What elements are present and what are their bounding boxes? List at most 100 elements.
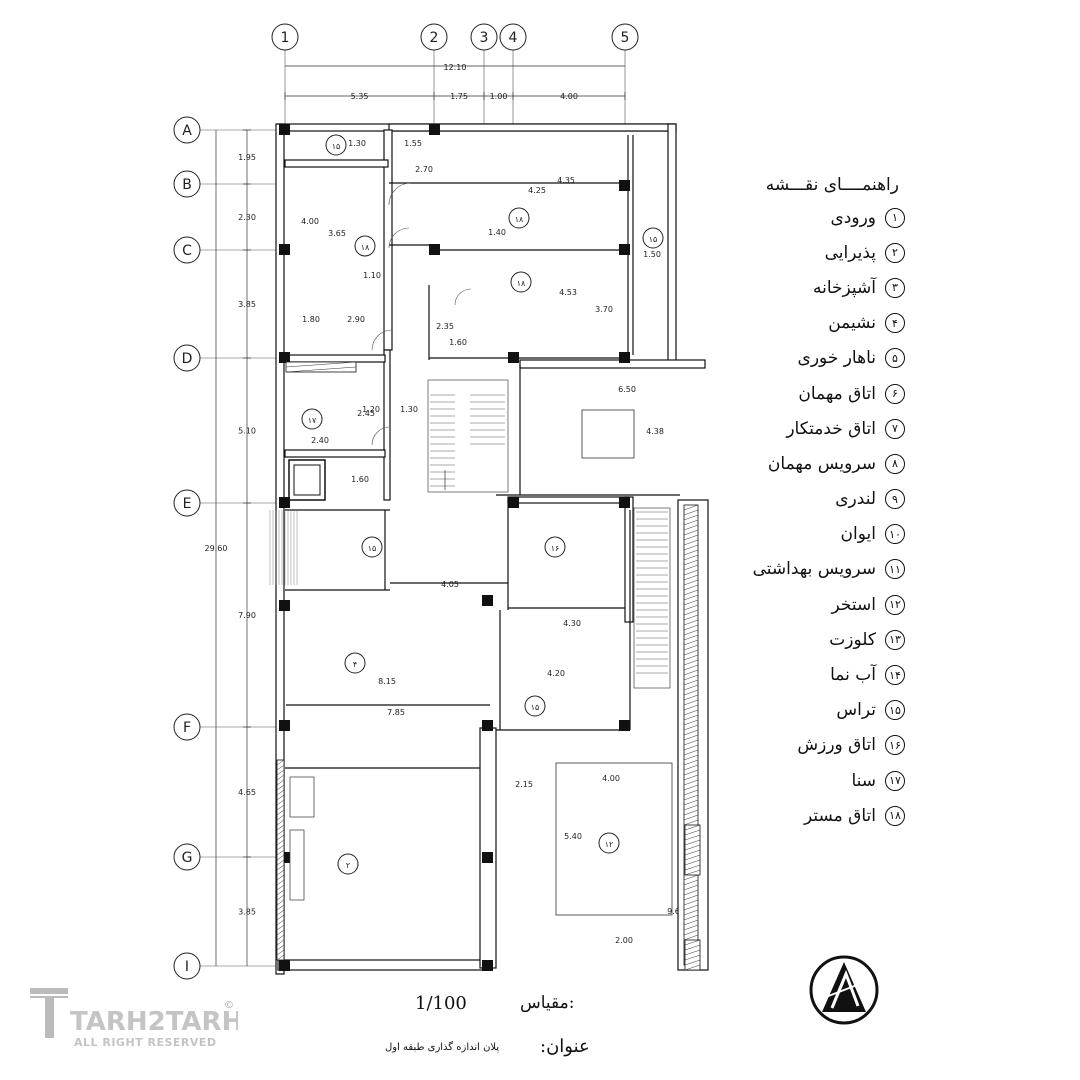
legend-item-label: سنا <box>851 770 876 791</box>
hatch-line <box>276 809 285 816</box>
hatch-line <box>276 834 285 841</box>
hatch-line <box>683 659 699 666</box>
hatch-line <box>684 864 701 871</box>
grid-lines <box>200 50 626 967</box>
hatch-line <box>684 964 701 971</box>
dim-interior: 4.38 <box>646 427 664 436</box>
room-tag-number: ۱۷ <box>308 416 317 425</box>
elevator-car <box>293 464 321 496</box>
dim-left-segment: 3.85 <box>238 908 256 917</box>
structural-column <box>279 960 290 971</box>
door-swing <box>371 329 393 351</box>
room-tag-number: ۱۸ <box>361 243 370 252</box>
dim-interior: 4.35 <box>557 176 575 185</box>
wall <box>284 449 386 458</box>
hatch-line <box>684 854 701 861</box>
room-tag-number: ۲ <box>346 861 350 870</box>
dim-interior: 2.45 <box>357 409 375 418</box>
plan-details <box>269 182 673 916</box>
legend-item-number: ۱۴ <box>885 665 905 686</box>
hatch-line <box>276 789 285 796</box>
room-tag-number: ۴ <box>353 660 357 669</box>
legend-item-label: سرویس بهداشتی <box>752 559 876 580</box>
structural-column <box>429 244 440 255</box>
dim-interior: 4.25 <box>528 186 546 195</box>
room-tag-number: ۱۵ <box>332 142 341 151</box>
axis-bubble-row <box>173 170 201 198</box>
door-swing <box>454 288 472 306</box>
structural-column <box>279 124 290 135</box>
hatch-line <box>276 924 285 931</box>
hatch-line <box>276 794 285 801</box>
hatch-line <box>683 559 699 566</box>
axis-bubble-row <box>173 344 201 372</box>
fixture <box>289 776 315 818</box>
hatch-line <box>683 634 699 641</box>
pool-outline <box>555 762 673 916</box>
axis-label-col: 1 <box>281 30 290 46</box>
dim-interior: 2.35 <box>436 322 454 331</box>
fixture <box>289 829 305 901</box>
hatch-line <box>276 824 285 831</box>
axis-label-col: 4 <box>509 30 518 46</box>
structural-column <box>279 720 290 731</box>
hatch-line <box>683 909 699 916</box>
logo-graphic: TARH2TARH © ALL RIGHT RESERVED <box>30 988 243 1049</box>
hatch-line <box>683 544 699 551</box>
hatch-line <box>683 529 699 536</box>
legend-item: ۱۱ سرویس بهداشتی <box>700 552 905 587</box>
hatch-line <box>276 759 285 766</box>
hatch-line <box>684 944 701 951</box>
structural-column <box>619 180 630 191</box>
legend-item-number: ۱۱ <box>885 559 905 580</box>
hatch-line <box>683 614 699 621</box>
hatch-line <box>683 734 699 741</box>
structural-column <box>279 244 290 255</box>
hatch-line <box>683 709 699 716</box>
hatch-line <box>683 689 699 696</box>
legend-item-label: ناهار خوری <box>797 348 876 369</box>
legend-item-label: اتاق خدمتکار <box>786 418 876 439</box>
legend-item-number: ۳ <box>885 277 905 298</box>
hatch-line <box>276 819 285 826</box>
legend-item-label: استخر <box>831 594 876 615</box>
hatch-line <box>683 924 699 931</box>
legend-item-label: پذیرایی <box>824 242 876 263</box>
legend-item-number: ۱ <box>885 207 905 228</box>
hatch-line <box>683 754 699 761</box>
dim-interior: 9.66 <box>667 907 685 916</box>
hatch-line <box>276 944 285 951</box>
hatch-line <box>683 684 699 691</box>
legend-item-label: اتاق مهمان <box>798 383 876 404</box>
dim-interior: 1.10 <box>363 271 381 280</box>
axis-label-row: I <box>185 959 189 975</box>
axis-bubble-row <box>173 713 201 741</box>
hatch-line <box>683 929 699 936</box>
structural-column <box>619 497 630 508</box>
hatch-line <box>276 769 285 776</box>
hatch-line <box>683 619 699 626</box>
hatch-line <box>683 534 699 541</box>
hatch-line <box>684 859 701 866</box>
hatch-line <box>684 954 701 961</box>
structural-column <box>482 720 493 731</box>
room-tag-circle <box>337 853 359 875</box>
hatch-line <box>683 574 699 581</box>
structural-column <box>482 852 493 863</box>
axis-label-row: A <box>182 123 192 139</box>
hatch-line <box>684 959 701 966</box>
structural-column <box>508 352 519 363</box>
scale-value: 1/100 <box>415 993 467 1014</box>
structural-column <box>508 497 519 508</box>
dim-interior: 6.50 <box>618 385 636 394</box>
dim-interior: 3.70 <box>595 305 613 314</box>
hatch-line <box>276 919 285 926</box>
wall <box>519 359 706 369</box>
structural-column <box>482 595 493 606</box>
